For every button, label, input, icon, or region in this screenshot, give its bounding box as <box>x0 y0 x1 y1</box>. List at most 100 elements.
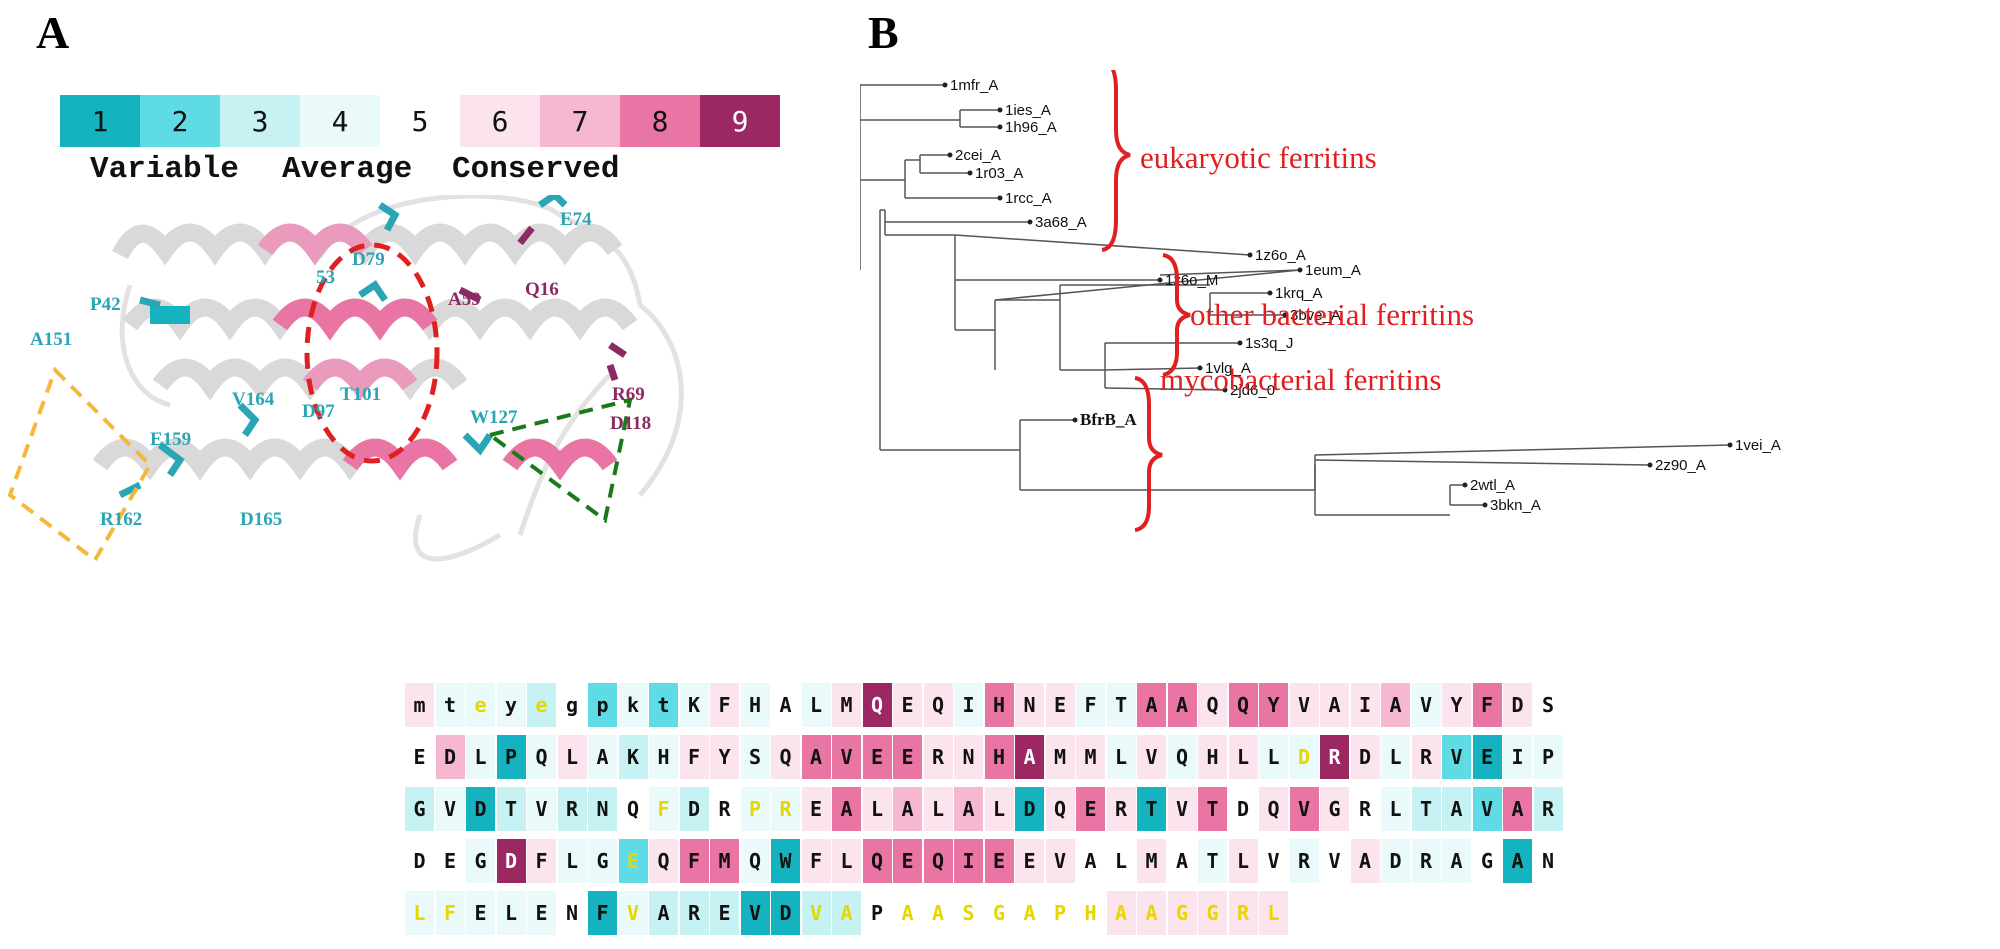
residue-cell: G <box>984 891 1014 935</box>
helix-4-conserved <box>342 438 458 481</box>
tree-leaf-label: 1ies_A <box>1005 102 1051 119</box>
residue-cell: V <box>1259 839 1288 883</box>
residue-cell: H <box>649 735 678 779</box>
tree-branch <box>1314 444 1731 456</box>
residue-cell: E <box>862 735 892 779</box>
residue-cell: M <box>832 683 861 727</box>
residue-cell: H <box>984 735 1014 779</box>
stick-q16 <box>517 225 535 246</box>
residue-cell: G <box>1472 839 1502 883</box>
residue-cell: N <box>557 891 587 935</box>
residue-cell: G <box>1198 891 1227 935</box>
tree-group-label: other bacterial ferritins <box>1190 297 1474 332</box>
scale-label-average: Average <box>282 152 413 187</box>
scale-cell-6: 6 <box>460 95 540 147</box>
residue-cell: W <box>771 839 800 883</box>
residue-cell: Q <box>862 839 892 883</box>
residue-cell: L <box>1228 839 1258 883</box>
tree-leaf-label: 2jd6_0 <box>1230 382 1275 399</box>
residue-cell: V <box>1442 735 1471 779</box>
scale-cell-1: 1 <box>60 95 140 147</box>
green-dashed-box <box>485 397 633 524</box>
residue-cell: L <box>1259 891 1288 935</box>
tree-leaf-dot <box>1157 277 1163 283</box>
tree-leaf-label: 1s3q_J <box>1245 335 1293 352</box>
residue-cell: L <box>1228 735 1258 779</box>
residue-cell: A <box>649 891 678 935</box>
stick-v164 <box>237 402 260 437</box>
residue-cell: F <box>1076 683 1105 727</box>
residue-cell: A <box>801 735 831 779</box>
residue-cell: E <box>1015 839 1044 883</box>
scale-label-variable: Variable <box>90 152 239 187</box>
brace-eukaryotic <box>1101 70 1131 252</box>
residue-cell: V <box>527 787 556 831</box>
residue-cell: R <box>710 787 739 831</box>
residue-cell: D <box>496 839 526 883</box>
brace-mycobacterial <box>1134 376 1163 532</box>
tree-leaf-label: 2cei_A <box>955 147 1001 164</box>
tree-leaf-dot <box>997 195 1003 201</box>
residue-cell: L <box>1381 735 1410 779</box>
residue-label-e74: E74 <box>560 209 592 230</box>
residue-cell: H <box>1076 891 1105 935</box>
residue-cell: V <box>1167 787 1197 831</box>
residue-cell: A <box>1076 839 1105 883</box>
residue-cell: V <box>1289 787 1319 831</box>
residue-cell: N <box>954 735 983 779</box>
residue-cell: R <box>1350 787 1380 831</box>
residue-cell: P <box>496 735 526 779</box>
residue-label-d118: D118 <box>610 413 651 434</box>
scale-cell-4: 4 <box>300 95 380 147</box>
scale-cell-3: 3 <box>220 95 300 147</box>
residue-label-w127: W127 <box>470 407 518 428</box>
residue-cell: R <box>557 787 587 831</box>
residue-cell: V <box>1320 839 1349 883</box>
tree-branch <box>954 234 1251 256</box>
residue-cell: E <box>618 839 648 883</box>
tree-leaf-dot <box>1267 290 1273 296</box>
tree-leaf-label: 1rcc_A <box>1005 190 1052 207</box>
residue-cell: A <box>1167 683 1197 727</box>
residue-cell: A <box>893 787 922 831</box>
tree-leaf-label: 1eum_A <box>1305 262 1361 279</box>
residue-cell: R <box>679 891 709 935</box>
residue-cell: A <box>1137 683 1166 727</box>
residue-cell: L <box>557 839 587 883</box>
residue-cell: A <box>1320 683 1349 727</box>
tree-leaf-dot <box>942 82 948 88</box>
residue-cell: V <box>1045 839 1075 883</box>
residue-cell: G <box>588 839 617 883</box>
residue-cell: Q <box>740 839 770 883</box>
residue-cell: V <box>832 735 861 779</box>
residue-label-d97: D97 <box>302 401 335 422</box>
residue-cell: Y <box>1442 683 1471 727</box>
stick-e159 <box>157 442 185 477</box>
group-braces <box>1101 70 1191 532</box>
scale-label-conserved: Conserved <box>452 152 620 187</box>
residue-label-d79: D79 <box>352 249 385 270</box>
residue-cell: L <box>1259 735 1288 779</box>
residue-cell: A <box>832 891 861 935</box>
residue-cell: F <box>679 735 709 779</box>
stick-r162 <box>118 481 142 499</box>
residue-cell: D <box>1381 839 1410 883</box>
stick-r69 <box>608 342 627 358</box>
bottom-loop <box>413 514 502 562</box>
tree-leaf-dot <box>1462 482 1468 488</box>
residue-cell: A <box>1137 891 1166 935</box>
residue-cell: V <box>1289 683 1319 727</box>
residue-cell: T <box>1198 839 1227 883</box>
residue-cell: V <box>801 891 831 935</box>
residue-label-d165: D165 <box>240 509 282 530</box>
residue-label-a151: A151 <box>30 329 72 350</box>
residue-cell: A <box>1442 787 1471 831</box>
panel-label-b: B <box>868 7 899 58</box>
residue-cell: A <box>923 891 953 935</box>
residue-cell: E <box>1076 787 1105 831</box>
tree-leaf-label: 2wtl_A <box>1470 477 1515 494</box>
residue-cell: A <box>1503 787 1532 831</box>
